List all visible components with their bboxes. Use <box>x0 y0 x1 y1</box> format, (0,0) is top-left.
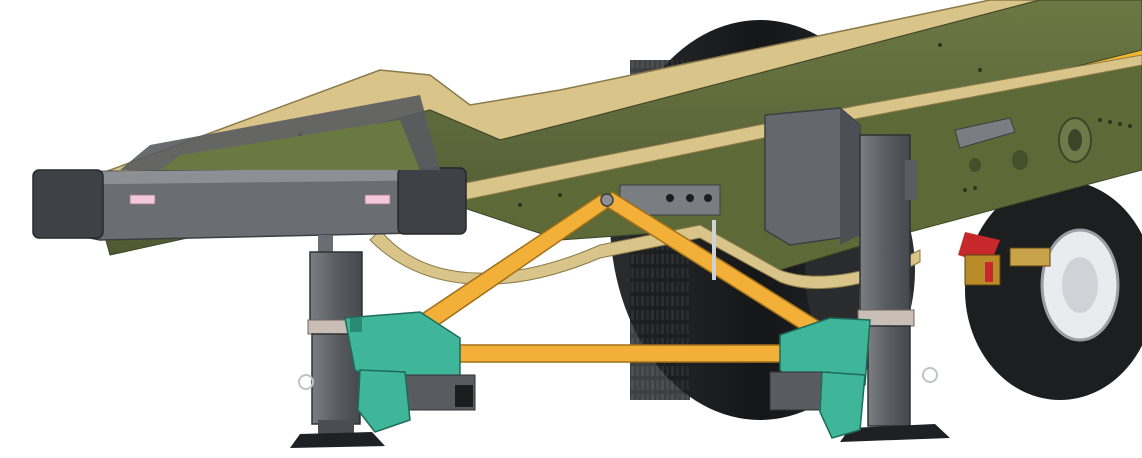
right-end-cap <box>397 167 467 235</box>
right-landing-leg <box>840 134 950 442</box>
right-teal-mount <box>769 317 871 439</box>
right-pad <box>364 194 391 205</box>
red-shock-absorber <box>958 232 1051 286</box>
left-end-cap <box>32 169 104 239</box>
left-pad <box>129 194 156 205</box>
rail-bracket <box>954 117 1016 149</box>
left-teal-mount <box>344 311 476 433</box>
hanger-rod <box>712 220 716 280</box>
rear-cross-beam <box>32 95 467 241</box>
horizontal-brace <box>454 344 786 363</box>
